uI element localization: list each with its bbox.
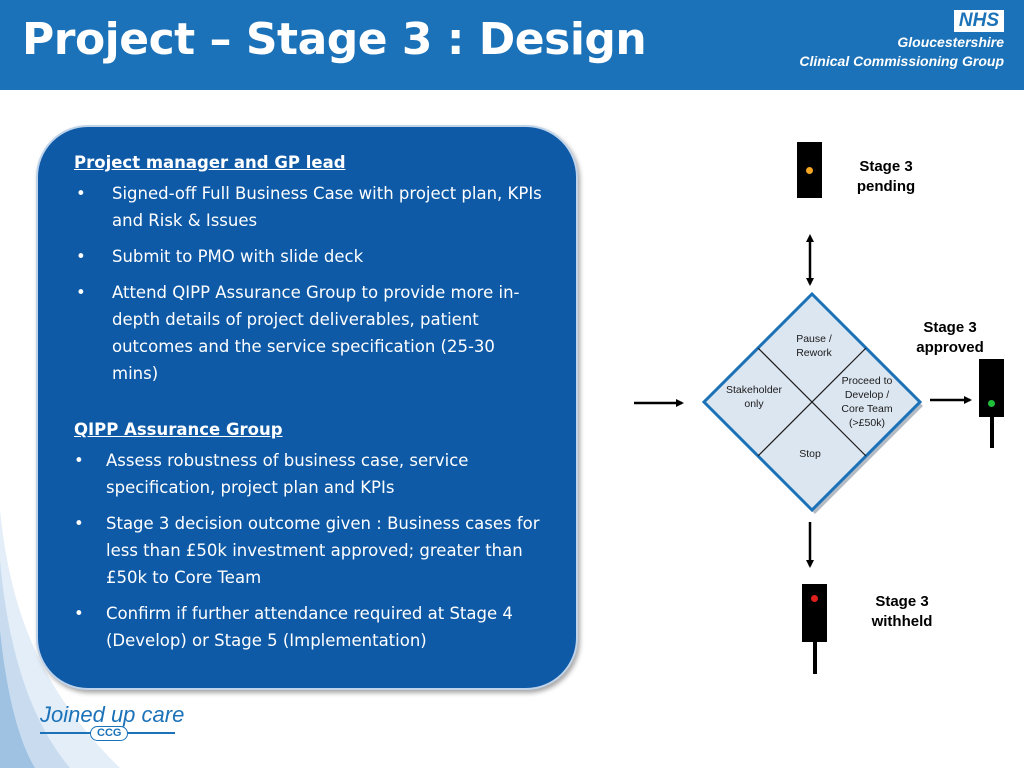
header-bar: Project – Stage 3 : Design NHS Glouceste… <box>0 0 1024 90</box>
stage-label-withheld: Stage 3 withheld <box>871 593 933 630</box>
traffic-light-pole <box>813 641 817 674</box>
amber-light-icon <box>806 167 813 174</box>
ccg-badge: CCG <box>90 726 129 741</box>
list-item-text: Signed-off Full Business Case with proje… <box>112 184 542 230</box>
org-name-line1: Gloucestershire <box>897 34 1004 50</box>
list-item-text: Confirm if further attendance required a… <box>106 604 513 650</box>
bullet-icon: • <box>76 283 86 302</box>
list-item: • Confirm if further attendance required … <box>74 600 544 654</box>
decision-diamond <box>701 291 923 514</box>
list-item: • Attend QIPP Assurance Group to provide … <box>74 279 544 387</box>
stage-label-approved: Stage 3 approved <box>916 319 984 356</box>
stage-label-pending: Stage 3 pending <box>856 158 916 195</box>
traffic-light-pole <box>990 416 994 448</box>
traffic-light-approved <box>979 359 1004 417</box>
section-heading-qipp: QIPP Assurance Group <box>74 420 283 439</box>
nhs-logo: NHS <box>953 10 1004 32</box>
slide-title: Project – Stage 3 : Design <box>22 14 647 65</box>
traffic-light-withheld <box>802 584 827 642</box>
list-item-text: Attend QIPP Assurance Group to provide m… <box>112 283 520 383</box>
red-light-icon <box>811 595 818 602</box>
org-name-line2: Clinical Commissioning Group <box>799 53 1004 69</box>
bullet-icon: • <box>76 184 86 203</box>
background-swoosh <box>0 510 120 768</box>
bullet-icon: • <box>74 604 84 623</box>
quadrant-label-pause: Pause / Rework <box>796 333 832 359</box>
diamond-divider <box>757 347 867 457</box>
bullet-icon: • <box>74 451 84 470</box>
quadrant-label-stakeholder: Stakeholder only <box>725 384 783 410</box>
list-item: • Stage 3 decision outcome given : Busine… <box>74 510 544 591</box>
green-light-icon <box>988 400 995 407</box>
quadrant-label-proceed: Proceed to Develop / Core Team (>£50k) <box>841 375 893 429</box>
content-panel: Project manager and GP lead • Signed-off … <box>36 125 578 690</box>
panel-content: Project manager and GP lead • Signed-off … <box>74 149 544 663</box>
traffic-light-pending <box>797 142 822 198</box>
quadrant-label-stop: Stop <box>799 448 821 460</box>
joined-up-care-logo: Joined up care CCG <box>40 702 185 741</box>
list-item-text: Submit to PMO with slide deck <box>112 247 364 266</box>
section-heading-project-manager: Project manager and GP lead <box>74 153 346 172</box>
list-item: • Submit to PMO with slide deck <box>74 243 544 270</box>
list-item: • Signed-off Full Business Case with proj… <box>74 180 544 234</box>
bullet-icon: • <box>76 247 86 266</box>
list-item: • Assess robustness of business case, ser… <box>74 447 544 501</box>
list-item-text: Stage 3 decision outcome given : Busines… <box>106 514 540 587</box>
bullet-icon: • <box>74 514 84 533</box>
logo-text: Joined up care <box>40 702 185 727</box>
list-item-text: Assess robustness of business case, serv… <box>106 451 469 497</box>
